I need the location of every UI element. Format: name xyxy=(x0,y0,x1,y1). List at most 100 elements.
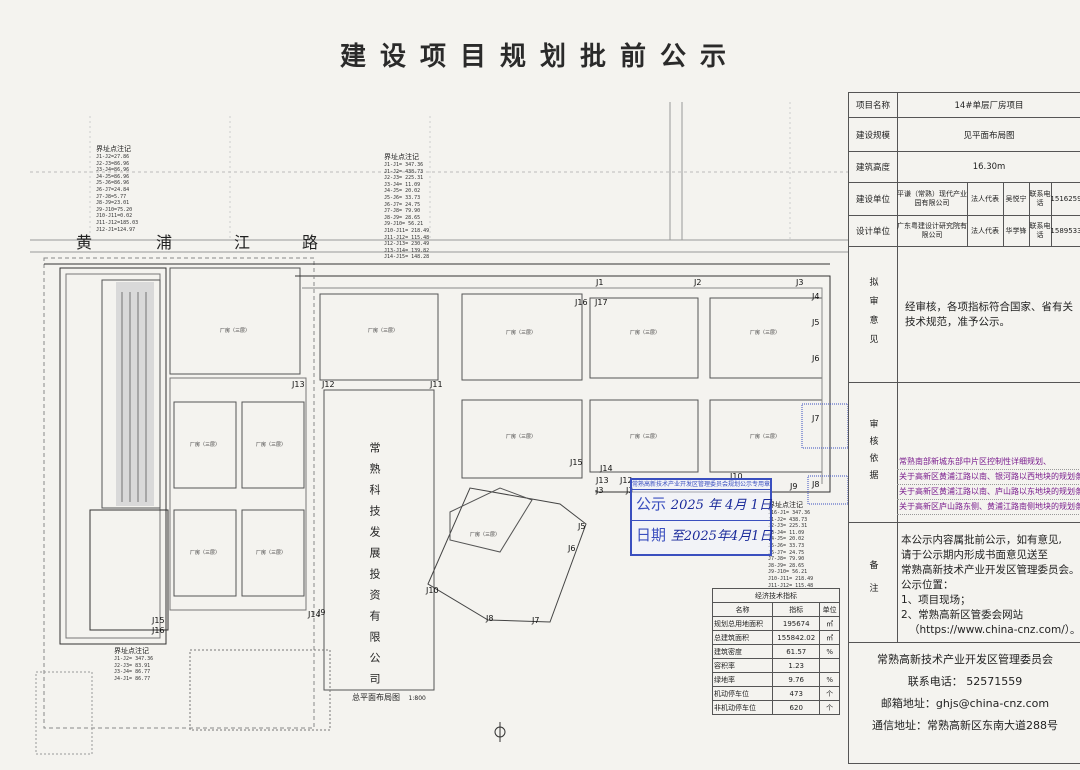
stamp-row-2: 日期 至2025年4月1日 xyxy=(632,520,773,551)
site-plan-drawing xyxy=(30,102,848,755)
econ-cell-unit xyxy=(819,658,840,673)
remark-line: 1、项目现场； xyxy=(901,594,971,606)
coord-line: J16-J1= 347.36 xyxy=(768,510,811,516)
coord-line: J2-J3= 225.31 xyxy=(768,523,808,530)
boundary-point-label: J2 xyxy=(694,278,702,287)
stamp-row-2-value: 至2025年4月1日 xyxy=(670,529,773,544)
coord-line: J4-J5= 20.02 xyxy=(768,536,805,543)
econ-title: 经济技术指标 xyxy=(712,588,840,603)
econ-header-unit: 单位 xyxy=(819,602,840,617)
coord-line: J10-J11= 218.49 xyxy=(768,575,814,582)
designer-label: 设计单位 xyxy=(849,216,898,246)
coord-line: J5-J6= 33.73 xyxy=(384,194,421,201)
boundary-point-label: J1 xyxy=(596,278,604,287)
builder-phone-value: 1516259 xyxy=(1051,194,1080,203)
econ-header-value: 指标 xyxy=(772,602,821,617)
stamp-row-1: 公示 2025 年 4月 1日 xyxy=(632,490,772,520)
review-label: 拟审意见 xyxy=(849,247,898,382)
contact-phone: 联系电话： 52571559 xyxy=(907,675,1023,688)
coord-line: J1-J2=27.86 xyxy=(96,154,130,160)
building-label: 厂房（三层） xyxy=(750,330,781,336)
boundary-point-label: J8 xyxy=(486,614,494,623)
builder-rep-label: 法人代表 xyxy=(967,183,1004,215)
boundary-point-label: J17 xyxy=(595,298,608,307)
econ-cell-unit: 个 xyxy=(819,686,840,701)
boundary-point-label: J8 xyxy=(812,480,820,489)
econ-cell-name: 总建筑面积 xyxy=(711,630,774,645)
road-char-2: 浦 xyxy=(156,233,173,252)
basis-line: 关于高新区黄浦江路以南、银河路以西地块的规划条件 xyxy=(897,470,1080,485)
coords-left-title: 界址点注记 xyxy=(96,145,131,153)
building-label: 厂房（三层） xyxy=(220,328,251,334)
econ-cell-name: 绿地率 xyxy=(711,672,774,687)
econ-cell-value: 61.57 xyxy=(772,644,821,659)
coord-line: J7-J8= 79.90 xyxy=(384,208,421,215)
remark-line: 本公示内容属批前公示，如有意见, xyxy=(901,534,1062,546)
econ-cell-name: 建筑密度 xyxy=(711,644,774,659)
boundary-point-label: J7 xyxy=(812,414,820,423)
building-label: 厂房（三层） xyxy=(506,434,537,440)
boundary-point-label: J5 xyxy=(578,522,586,531)
basis-lines: 常熟南部新城东部中片区控制性详细规划、 关于高新区黄浦江路以南、银河路以西地块的… xyxy=(897,383,1080,522)
designer-phone-value: 1589533 xyxy=(1051,226,1080,235)
publicity-stamp: 常熟高新技术产业开发区管理委员会规划公示专用章 公示 2025 年 4月 1日 … xyxy=(630,478,772,556)
econ-cell-unit: % xyxy=(819,644,840,659)
boundary-point-label: J11 xyxy=(430,380,443,389)
page-title: 建设项目规划批前公示 xyxy=(339,42,740,72)
coord-line: J9-J10=75.20 xyxy=(96,206,133,213)
contact-address: 通信地址：常熟高新区东南大道288号 xyxy=(872,719,1058,732)
boundary-point-label: J16 xyxy=(152,626,165,635)
coord-line: J11-J12= 115.48 xyxy=(384,234,430,241)
coord-line: J12-J1=124.97 xyxy=(96,226,136,233)
boundary-point-label: J10 xyxy=(426,586,439,595)
boundary-point-label: J3 xyxy=(596,486,604,495)
plan-title-text: 总平面布局图 xyxy=(352,693,400,702)
scale-value: 见平面布局图 xyxy=(963,130,1015,141)
econ-cell-value: 1.23 xyxy=(772,658,821,673)
stamp-row-2-label: 日期 xyxy=(636,526,667,544)
econ-cell-value: 195674 xyxy=(772,616,821,631)
project-name-label: 项目名称 xyxy=(849,93,898,117)
row-scale: 建设规模 见平面布局图 xyxy=(849,118,1080,152)
coords-mid-title: 界址点注记 xyxy=(384,153,419,161)
builder-phone-label: 联系电话 xyxy=(1029,183,1052,215)
econ-cell-name: 规划总用地面积 xyxy=(711,616,774,631)
builder-label: 建设单位 xyxy=(849,183,898,215)
coord-line: J13-J14= 139.82 xyxy=(384,247,430,254)
building-label: 厂房（三层） xyxy=(190,550,221,556)
basis-line: 常熟南部新城东部中片区控制性详细规划、 xyxy=(897,455,1080,470)
coord-line: J3-J4=86.96 xyxy=(96,167,130,174)
boundary-point-label: J3 xyxy=(626,486,633,495)
coord-line: J4-J5=86.96 xyxy=(96,173,130,180)
height-value: 16.30m xyxy=(972,162,1006,172)
remark-line: 请于公示期内形成书面意见送至 xyxy=(901,549,1048,561)
coord-line: J6-J7= 24.75 xyxy=(384,201,421,208)
coord-line: J8-J9= 28.65 xyxy=(384,214,421,221)
org-name: 常熟高新技术产业开发区管理委员会 xyxy=(877,653,1053,666)
coord-line: J9-J10= 56.21 xyxy=(384,221,424,228)
boundary-point-label: J15 xyxy=(570,458,583,467)
boundary-point-label: J4 xyxy=(812,292,820,301)
remark-lines: 本公示内容属批前公示，如有意见, 请于公示期内形成书面意见送至 常熟高新技术产业… xyxy=(897,523,1080,642)
remark-line: 常熟高新技术产业开发区管理委员会。 xyxy=(901,564,1080,576)
econ-cell-name: 非机动停车位 xyxy=(711,700,774,715)
height-label: 建筑高度 xyxy=(849,152,898,182)
boundary-point-label: J15 xyxy=(152,616,165,625)
building-label: 厂房（三层） xyxy=(256,550,287,556)
designer-value: 广东粤建设计研究院有限公司 xyxy=(897,216,968,246)
boundary-point-label: J13 xyxy=(292,380,305,389)
basis-line: 关于高新区庐山路东侧、黄浦江路南侧地块的规划条件 xyxy=(897,500,1080,515)
coord-line: J9-J10= 56.21 xyxy=(768,569,808,576)
building-label: 厂房（三层） xyxy=(630,434,661,440)
row-project-name: 项目名称 14#单层厂房项目 xyxy=(849,93,1080,118)
review-text: 经审核，各项指标符合国家、省有关技术规范，准予公示。 xyxy=(905,300,1073,328)
builder-rep-value: 吴悦宁 xyxy=(1003,183,1030,215)
